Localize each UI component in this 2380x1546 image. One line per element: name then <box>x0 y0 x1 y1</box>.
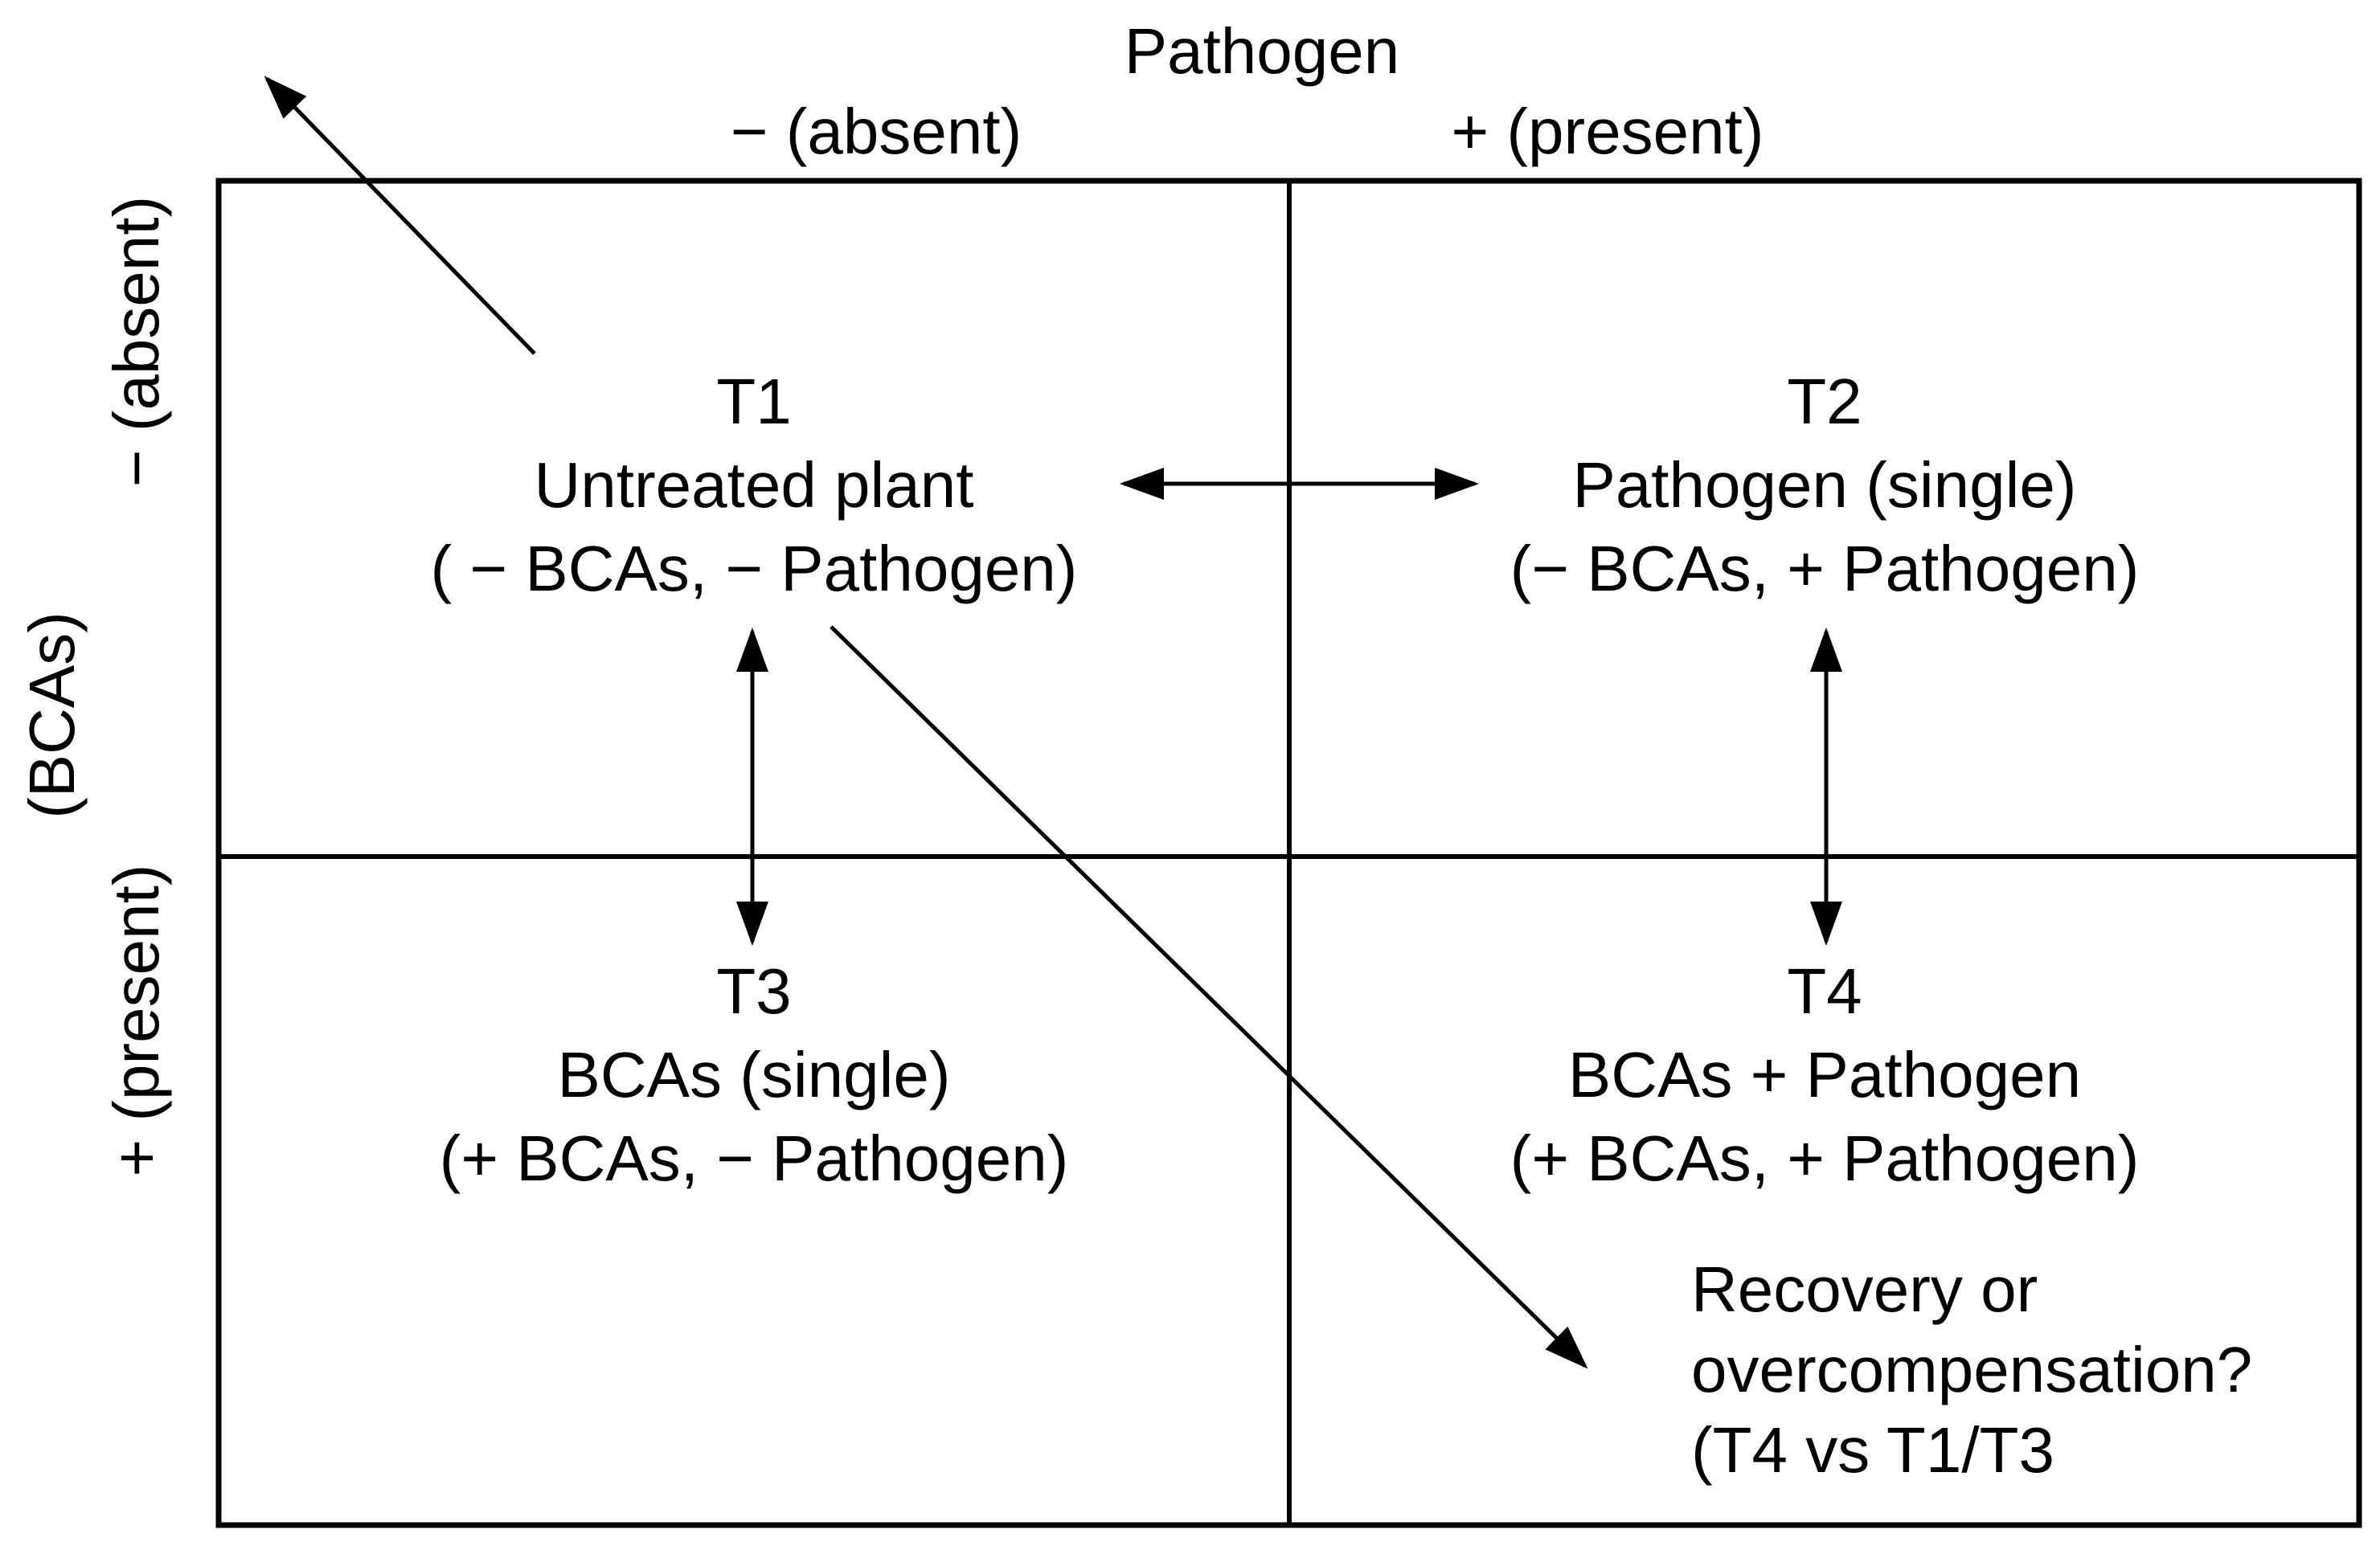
annotation-line-2: overcompensation? <box>1691 1334 2253 1405</box>
t2-detail: (− BCAs, + Pathogen) <box>1510 533 2140 604</box>
quadrant-t2: T2 Pathogen (single) (− BCAs, + Pathogen… <box>1510 360 2140 611</box>
arrow-up-left <box>264 76 536 355</box>
pathogen-axis-title: Pathogen <box>1124 15 1400 87</box>
quadrant-t4: T4 BCAs + Pathogen (+ BCAs, + Pathogen) <box>1510 950 2140 1200</box>
t4-detail: (+ BCAs, + Pathogen) <box>1510 1123 2140 1194</box>
quadrant-t1: T1 Untreated plant ( − BCAs, − Pathogen) <box>431 360 1078 611</box>
pathogen-absent-label: − (absent) <box>730 96 1022 167</box>
t3-detail: (+ BCAs, − Pathogen) <box>439 1123 1069 1194</box>
t3-code: T3 <box>716 955 792 1027</box>
t2-name: Pathogen (single) <box>1572 449 2077 521</box>
t1-name: Untreated plant <box>534 449 974 521</box>
pathogen-present-label: + (present) <box>1451 96 1764 167</box>
recovery-annotation: Recovery or overcompensation? (T4 vs T1/… <box>1691 1249 2252 1491</box>
bcas-axis-title: (BCAs) <box>16 611 88 819</box>
annotation-line-1: Recovery or <box>1691 1254 2038 1325</box>
t4-name: BCAs + Pathogen <box>1567 1039 2082 1110</box>
t1-code: T1 <box>716 366 792 437</box>
t2-code: T2 <box>1787 366 1862 437</box>
annotation-line-3: (T4 vs T1/T3 <box>1691 1414 2054 1486</box>
t4-code: T4 <box>1787 955 1862 1027</box>
bcas-present-label: + (present) <box>100 864 172 1177</box>
bcas-absent-label: − (absent) <box>100 195 172 488</box>
t1-detail: ( − BCAs, − Pathogen) <box>430 533 1078 604</box>
quadrant-t3: T3 BCAs (single) (+ BCAs, − Pathogen) <box>440 950 1069 1200</box>
t3-name: BCAs (single) <box>557 1039 951 1110</box>
arrow-t1-t4-diagonal <box>830 625 1588 1369</box>
